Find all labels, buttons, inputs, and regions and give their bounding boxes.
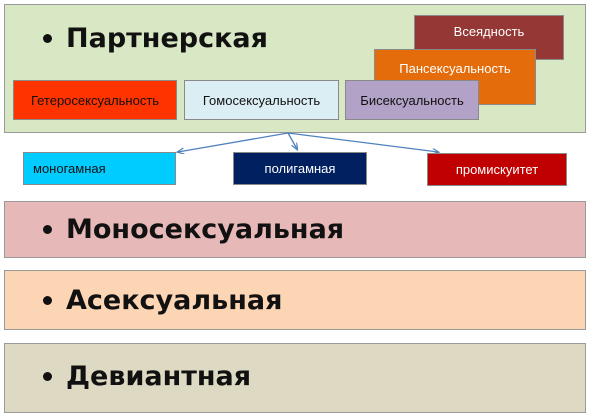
band-asexual-label: Асексуальная [66, 285, 283, 316]
arrow-to-polygamy [287, 132, 297, 149]
box-polygamy: полигамная [233, 152, 367, 185]
band-partner-heading: Партнерская [43, 23, 268, 54]
bullet-icon [43, 372, 52, 381]
box-pansexuality-label: Пансексуальность [399, 60, 511, 76]
box-heterosexuality: Гетеросексуальность [13, 80, 177, 120]
arrow-to-monogamy [178, 132, 289, 152]
box-promiscuity-label: промискуитет [455, 162, 539, 177]
box-bisexuality-label: Бисексуальность [360, 92, 464, 108]
band-monosexual: Моносексуальная [4, 201, 586, 258]
bullet-icon [43, 296, 52, 305]
box-homosexuality-label: Гомосексуальность [202, 92, 321, 108]
band-asexual: Асексуальная [4, 270, 586, 330]
box-monogamy-label: моногамная [33, 161, 106, 176]
box-promiscuity: промискуитет [427, 153, 567, 186]
band-monosexual-heading: Моносексуальная [43, 214, 344, 245]
band-monosexual-label: Моносексуальная [66, 214, 345, 245]
box-homosexuality: Гомосексуальность [184, 80, 339, 120]
bullet-icon [43, 34, 52, 43]
band-deviant-heading: Девиантная [43, 361, 251, 392]
arrow-to-promiscuity [287, 132, 438, 152]
band-asexual-heading: Асексуальная [43, 285, 282, 316]
box-bisexuality: Бисексуальность [345, 80, 479, 120]
box-polygamy-label: полигамная [264, 161, 336, 176]
box-vseyadnost-label: Всеядность [453, 24, 525, 39]
bullet-icon [43, 225, 52, 234]
band-partner-label: Партнерская [66, 23, 268, 54]
band-deviant: Девиантная [4, 343, 586, 413]
box-monogamy: моногамная [23, 152, 176, 185]
box-heterosexuality-label: Гетеросексуальность [30, 92, 160, 108]
band-deviant-label: Девиантная [66, 361, 252, 392]
